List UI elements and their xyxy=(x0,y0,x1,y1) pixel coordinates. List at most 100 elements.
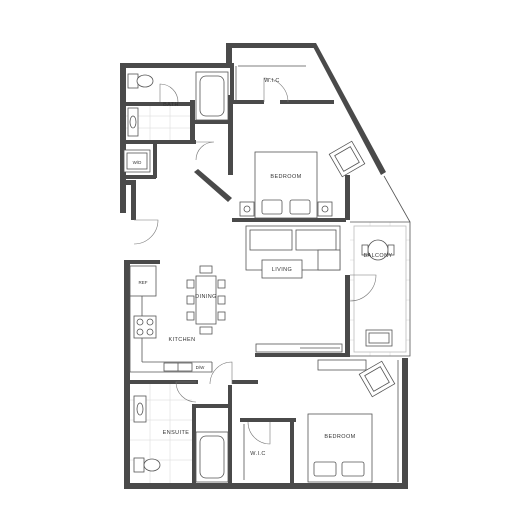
master-pillow-right xyxy=(289,199,311,215)
dining-furniture xyxy=(186,265,226,335)
wall-bed2-top-a xyxy=(232,380,258,384)
kitchen-fixtures xyxy=(129,265,213,373)
bath-toilet-bowl xyxy=(136,74,154,88)
bedroom-two-furniture xyxy=(243,359,399,483)
label-living: LIVING xyxy=(272,267,292,273)
burner-3 xyxy=(136,328,144,336)
wall-bedroom-left xyxy=(228,145,233,175)
master-lamp-right xyxy=(321,205,329,213)
wall-left-notch-side xyxy=(131,180,136,220)
label-ref: REF xyxy=(139,280,148,285)
balcony-chair-right xyxy=(387,244,395,256)
door-wic xyxy=(263,77,289,103)
wall-bedroom-diagonal xyxy=(194,169,232,202)
door-hall xyxy=(195,141,215,161)
door-entry xyxy=(133,219,159,245)
doors xyxy=(133,77,377,445)
label-wic-bottom: W.I.C xyxy=(250,451,265,457)
door-bed-two xyxy=(209,361,233,385)
wall-wic2-right xyxy=(290,418,294,486)
burner-1 xyxy=(136,318,144,326)
master-pillow-left xyxy=(261,199,283,215)
bath-tub-basin xyxy=(199,75,225,117)
burner-2 xyxy=(146,318,154,326)
balcony-edge-diagonal xyxy=(383,175,411,223)
balcony xyxy=(350,175,411,357)
door-balcony xyxy=(349,274,377,302)
wall-ensuite-divider xyxy=(192,404,232,408)
master-armchair-seat xyxy=(334,146,360,172)
bedroom-two-pillow-right xyxy=(341,461,365,477)
balcony-railing xyxy=(350,221,411,357)
wall-wic-left xyxy=(226,43,232,65)
ensuite-toilet-tank xyxy=(133,457,145,473)
label-kitchen: KITCHEN xyxy=(169,337,196,343)
wall-bedroom-bottom xyxy=(232,218,346,222)
door-wic-two xyxy=(247,421,271,445)
wall-tub-bottom xyxy=(192,120,230,124)
wall-kitchen-bottom xyxy=(124,380,198,384)
wall-wic-bottom-a xyxy=(232,100,264,104)
wall-left-lower xyxy=(124,260,130,488)
dining-chair-3 xyxy=(186,311,195,321)
wall-living-right xyxy=(345,275,350,357)
balcony-bench-cushion xyxy=(368,332,390,344)
bedroom-two-armchair-seat xyxy=(364,366,390,392)
label-ensuite: ENSUITE xyxy=(163,430,190,436)
wall-laundry-right xyxy=(153,140,157,178)
wall-wic-bottom-b xyxy=(280,100,334,104)
bedroom-two-dresser xyxy=(317,359,367,371)
master-lamp-left xyxy=(243,205,251,213)
bath-sink xyxy=(129,115,137,129)
label-dining: DINING xyxy=(195,294,217,300)
wall-living-bottom xyxy=(255,353,347,357)
bedroom-two-pillow-left xyxy=(313,461,337,477)
wall-diagonal-facade xyxy=(311,43,386,175)
label-bedroom-bottom: BEDROOM xyxy=(324,434,355,440)
master-bedroom-furniture xyxy=(235,65,366,219)
label-wic-top: W.I.C xyxy=(264,78,279,84)
balcony-chair-left xyxy=(361,244,369,256)
ensuite-toilet-bowl xyxy=(143,458,161,472)
burner-4 xyxy=(146,328,154,336)
label-balcony: BALCONY xyxy=(363,253,392,259)
wall-left-upper xyxy=(120,63,126,213)
wall-top-bath xyxy=(120,63,232,68)
wall-laundry-bottom xyxy=(120,175,156,179)
living-furniture xyxy=(245,225,343,353)
door-ensuite xyxy=(175,381,197,403)
kitchen-counter xyxy=(129,296,213,373)
bath-toilet-tank xyxy=(127,73,139,89)
wall-ensuite-right xyxy=(228,385,232,485)
label-dw: D/W xyxy=(196,365,206,370)
washer-dryer-door xyxy=(126,152,148,170)
bath-fixtures xyxy=(127,71,229,137)
dining-table xyxy=(195,275,217,325)
wall-left-notch xyxy=(120,180,136,185)
living-sofa-seat-right xyxy=(295,229,337,251)
dining-chair-top xyxy=(199,265,213,274)
laundry xyxy=(123,149,151,173)
wall-right-lower xyxy=(402,358,408,489)
wall-bath-divider xyxy=(120,102,192,106)
living-sofa-chaise xyxy=(317,249,341,271)
wall-wic-inner xyxy=(230,63,234,103)
dining-chair-6 xyxy=(217,311,226,321)
ensuite-sink xyxy=(136,402,144,416)
wall-ensuite-tub-left xyxy=(192,405,196,485)
dining-chair-1 xyxy=(186,279,195,289)
wall-bedroom-right xyxy=(345,175,350,220)
wall-top-master-wic xyxy=(226,43,314,48)
ensuite-fixtures xyxy=(133,395,229,483)
wall-bath-master xyxy=(228,95,233,145)
walls xyxy=(120,43,408,489)
label-bedroom-top: BEDROOM xyxy=(270,174,301,180)
dining-chair-4 xyxy=(217,279,226,289)
wall-ref-top xyxy=(124,260,160,264)
ensuite-tub-basin xyxy=(199,435,225,479)
cooktop xyxy=(133,315,157,339)
wall-bath-bottom xyxy=(120,140,196,144)
living-coffee-table xyxy=(261,259,303,279)
label-wd: W/D xyxy=(133,160,142,165)
